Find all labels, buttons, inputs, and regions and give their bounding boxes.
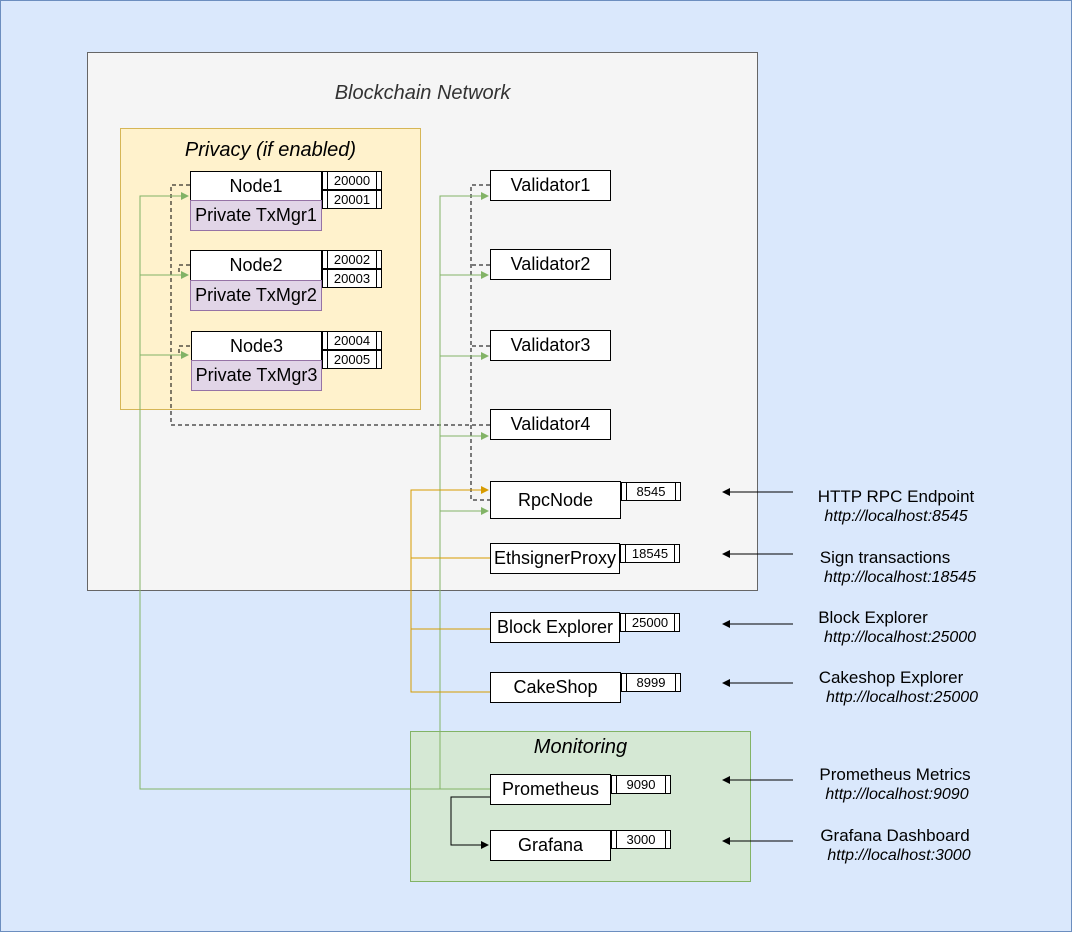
txmgr2-box: Private TxMgr2 [190, 280, 322, 311]
endpoint-label-grafana: Grafana Dashboard [820, 826, 970, 845]
txmgr1-box: Private TxMgr1 [190, 200, 322, 231]
prometheus-box: Prometheus [490, 774, 611, 805]
node3-port-b: 20005 [322, 350, 382, 369]
prometheus-port: 9090 [611, 775, 671, 794]
p2p-bus-right [470, 184, 490, 501]
endpoint-label-explorer: Block Explorer [818, 608, 928, 627]
node3-box: Node3 [191, 331, 322, 361]
node2-port-a: 20002 [322, 250, 382, 269]
endpoint-label-ethsigner: Sign transactions [819, 548, 951, 567]
validator4-box: Validator4 [490, 409, 611, 440]
block-explorer-port: 25000 [620, 613, 680, 632]
endpoint-url-cakeshop: http://localhost:25000 [825, 689, 979, 706]
node1-port-b: 20001 [322, 190, 382, 209]
privacy-title: Privacy (if enabled) [184, 139, 357, 161]
node1-port-a: 20000 [322, 171, 382, 190]
grafana-port: 3000 [611, 830, 671, 849]
endpoint-url-prometheus: http://localhost:9090 [825, 786, 969, 803]
validator2-box: Validator2 [490, 249, 611, 280]
validator3-box: Validator3 [490, 330, 611, 361]
monitoring-title: Monitoring [533, 736, 628, 758]
endpoint-url-ethsigner: http://localhost:18545 [823, 569, 977, 586]
cakeshop-port: 8999 [621, 673, 681, 692]
txmgr3-box: Private TxMgr3 [191, 360, 322, 391]
p2p-link-node3 [178, 345, 190, 356]
metrics-line-node1 [139, 192, 490, 790]
endpoint-url-rpc: http://localhost:8545 [824, 508, 968, 525]
endpoint-label-rpc: HTTP RPC Endpoint [817, 487, 975, 506]
node2-port-b: 20003 [322, 269, 382, 288]
endpoint-url-explorer: http://localhost:25000 [823, 629, 977, 646]
p2p-bus-left [170, 184, 490, 426]
node2-box: Node2 [190, 250, 322, 281]
metrics-line-validator1 [439, 192, 489, 789]
endpoint-url-grafana: http://localhost:3000 [827, 847, 971, 864]
node1-box: Node1 [190, 171, 322, 201]
node3-port-a: 20004 [322, 331, 382, 350]
rpcnode-port: 8545 [621, 482, 681, 501]
ethsigner-proxy-box: EthsignerProxy [490, 543, 620, 574]
cakeshop-box: CakeShop [490, 672, 621, 703]
endpoint-label-prometheus: Prometheus Metrics [819, 765, 971, 784]
ethsigner-proxy-port: 18545 [620, 544, 680, 563]
endpoint-label-cakeshop: Cakeshop Explorer [818, 668, 964, 687]
rpc-line-main [410, 486, 490, 693]
validator1-box: Validator1 [490, 170, 611, 201]
prometheus-to-grafana-line [450, 796, 490, 849]
block-explorer-box: Block Explorer [490, 612, 620, 643]
p2p-link-node2 [178, 264, 190, 275]
blockchain-network-title: Blockchain Network [334, 82, 511, 104]
grafana-box: Grafana [490, 830, 611, 861]
rpcnode-box: RpcNode [490, 481, 621, 519]
